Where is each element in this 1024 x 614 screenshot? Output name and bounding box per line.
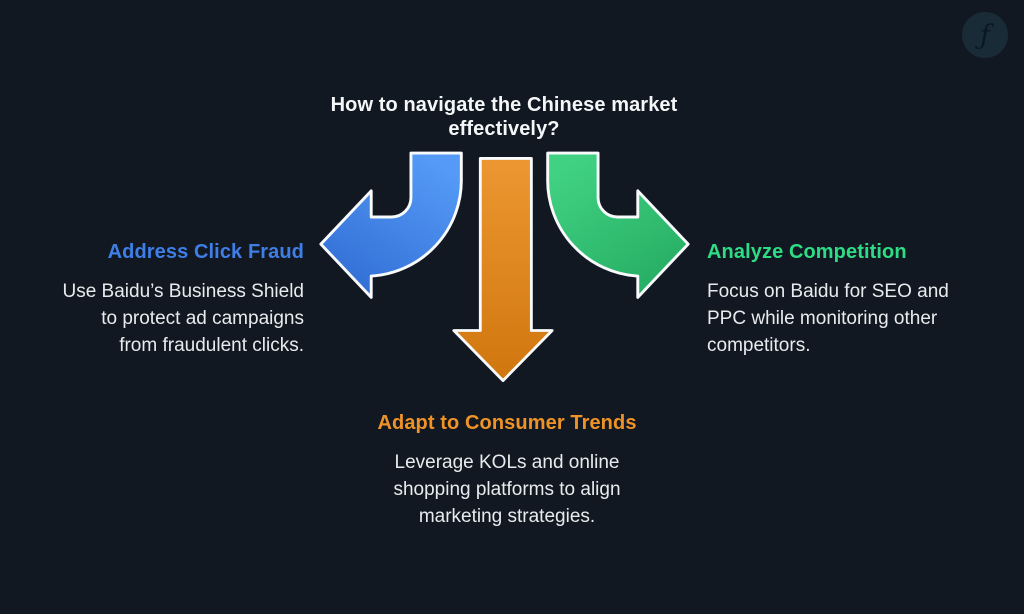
branch-address-click-fraud: Address Click Fraud Use Baidu’s Business…: [0, 241, 304, 359]
title-line-2: effectively?: [448, 118, 560, 140]
branch-body-competition: Focus on Baidu for SEO and PPC while mon…: [707, 278, 1017, 359]
branch-heading-click-fraud: Address Click Fraud: [107, 241, 304, 263]
page-title: How to navigate the Chinese market effec…: [0, 93, 1008, 141]
title-line-1: How to navigate the Chinese market: [330, 94, 678, 116]
body-line: PPC while monitoring other: [707, 308, 938, 329]
branch-adapt-consumer-trends: Adapt to Consumer Trends Leverage KOLs a…: [357, 412, 657, 530]
body-line: shopping platforms to align: [393, 479, 621, 500]
body-line: Focus on Baidu for SEO and: [707, 281, 949, 302]
curved-arrow-right-icon: [546, 151, 690, 299]
branch-analyze-competition: Analyze Competition Focus on Baidu for S…: [707, 241, 1017, 359]
body-line: competitors.: [707, 335, 811, 356]
body-line: Leverage KOLs and online: [394, 452, 620, 473]
body-line: marketing strategies.: [418, 506, 596, 527]
branch-heading-competition: Analyze Competition: [707, 241, 907, 263]
straight-arrow-down-icon: [452, 157, 554, 383]
body-line: to protect ad campaigns: [101, 308, 304, 329]
body-line: from fraudulent clicks.: [119, 335, 304, 356]
brand-watermark: ƒ: [962, 12, 1008, 58]
branch-body-click-fraud: Use Baidu’s Business Shield to protect a…: [0, 278, 304, 359]
curved-arrow-left-icon: [319, 151, 463, 299]
body-line: Use Baidu’s Business Shield: [62, 281, 304, 302]
brand-glyph-icon: ƒ: [980, 19, 990, 51]
branch-heading-consumer-trends: Adapt to Consumer Trends: [377, 412, 637, 434]
branch-body-consumer-trends: Leverage KOLs and online shopping platfo…: [357, 449, 657, 530]
